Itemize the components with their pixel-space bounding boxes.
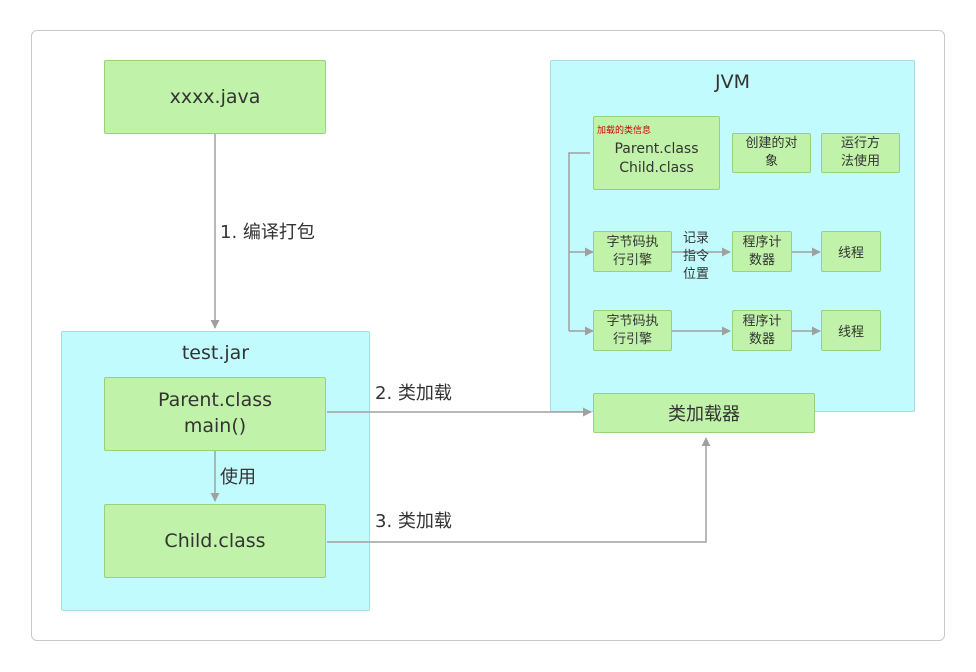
load-step-3-label: 3. 类加载 [375,511,452,532]
pc1-line2: 数器 [748,252,775,268]
created-objects-box: 创建的对 象 [732,133,811,173]
thread-box-1: 线程 [821,231,881,272]
child-class-label: Child.class [164,530,266,552]
runtime-methods-box: 运行方 法使用 [821,133,900,173]
load-step-2-label: 2. 类加载 [375,383,452,404]
created-objects-line1: 创建的对 [745,136,798,152]
engine2-line2: 行引擎 [612,331,652,347]
parent-main-label: main() [183,415,247,437]
record-line2: 指令 [683,249,710,265]
pc2-line1: 程序计 [742,313,782,329]
class-loader-box: 类加载器 [593,393,815,433]
program-counter-box-1: 程序计 数器 [732,231,792,272]
runtime-methods-line1: 运行方 [840,136,880,152]
engine1-line2: 行引擎 [612,252,652,268]
loaded-child-label: Child.class [619,160,694,176]
record-line3: 位置 [683,267,710,283]
parent-class-box: Parent.class main() [104,377,326,451]
engine1-line1: 字节码执 [606,234,659,250]
parent-class-label: Parent.class [157,389,273,412]
program-counter-box-2: 程序计 数器 [732,310,792,351]
class-loader-label: 类加载器 [668,404,740,425]
thread1-label: 线程 [837,246,864,261]
source-file-label: xxxx.java [169,86,261,108]
jar-title: test.jar [181,342,250,364]
thread2-label: 线程 [837,325,864,340]
source-file-box: xxxx.java [104,60,326,134]
use-label: 使用 [220,467,256,488]
child-class-box: Child.class [104,504,326,578]
bytecode-engine-box-2: 字节码执 行引擎 [593,310,672,351]
loaded-parent-label: Parent.class [614,141,699,158]
created-objects-line2: 象 [764,154,778,169]
compile-label: 1. 编译打包 [220,222,315,243]
pc1-line1: 程序计 [742,234,782,250]
bytecode-engine-box-1: 字节码执 行引擎 [593,231,672,272]
loaded-info-note: 加载的类信息 [597,126,652,136]
jvm-title: JVM [715,71,750,93]
pc2-line2: 数器 [748,331,775,347]
record-position-label: 记录 指令 位置 [683,230,709,285]
thread-box-2: 线程 [821,310,881,351]
runtime-methods-line2: 法使用 [840,154,880,169]
loaded-classes-box: Parent.class Child.class [593,116,720,190]
engine2-line1: 字节码执 [606,313,659,329]
record-line1: 记录 [683,231,710,246]
